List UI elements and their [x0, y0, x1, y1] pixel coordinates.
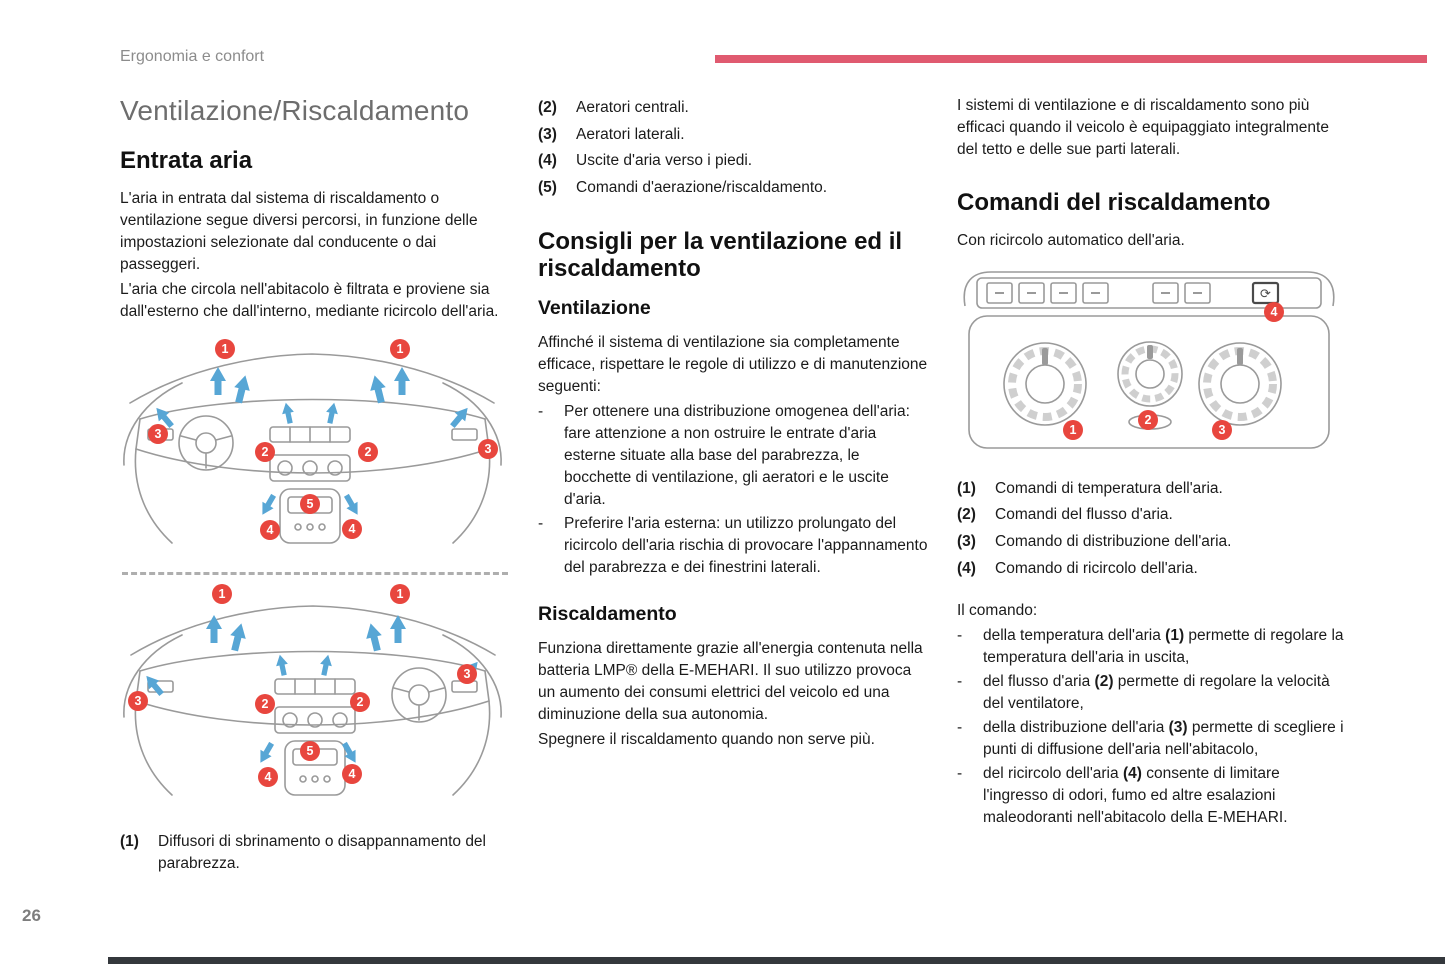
dashboard-sketch-mirrored	[123, 604, 502, 796]
legend-item-2: (2) Aeratori centrali.	[538, 95, 930, 122]
footer-bar	[108, 957, 1445, 964]
bullet-item: - Per ottenere una distribuzione omogene…	[538, 401, 930, 511]
recirculation-icon: ⟳	[1260, 287, 1271, 302]
callout-marker: 3	[1212, 419, 1232, 440]
legend-item-3: (3) Aeratori laterali.	[538, 122, 930, 149]
paragraph-vent-intro: Affinché il sistema di ventilazione sia …	[538, 333, 928, 395]
legend-text: Comandi di temperatura dell'aria.	[995, 479, 1223, 497]
callout-marker: 2	[1138, 409, 1158, 430]
paragraph-sistemi: I sistemi di ventilazione e di riscaldam…	[957, 97, 1329, 158]
heating-controls-diagram: ⟳ 4 1 2 3	[957, 262, 1345, 462]
callout-marker: 4	[342, 518, 362, 539]
bullet-item: - del flusso d'aria (2) permette di rego…	[957, 671, 1345, 715]
callout-marker: 2	[358, 441, 378, 462]
controls-legend: (1) Comandi di temperatura dell'aria. (2…	[957, 476, 1345, 583]
column-right: I sistemi di ventilazione e di riscaldam…	[957, 95, 1345, 831]
paragraph-heat-1: Funziona direttamente grazie all'energia…	[538, 639, 923, 723]
callout-marker: 4	[258, 766, 278, 787]
heading-consigli: Consigli per la ventilazione ed il risca…	[538, 227, 903, 283]
legend-item-5: (5) Comandi d'aerazione/riscaldamento.	[538, 175, 930, 202]
legend-item-2: (2) Comandi del flusso d'aria.	[957, 502, 1345, 529]
callout-marker: 4	[260, 519, 280, 540]
callout-marker: 1	[390, 583, 410, 604]
dashboard-airflow-diagram-bottom: 1 1 3 2 2 3 5 4 4	[120, 581, 510, 821]
column-left: Ventilazione/Riscaldamento Entrata aria …	[120, 95, 510, 876]
bullet-text: della distribuzione dell'aria (3) permet…	[983, 719, 1344, 759]
column-middle: (2) Aeratori centrali. (3) Aeratori late…	[538, 95, 930, 754]
bullet-dash: -	[957, 627, 963, 645]
callout-marker: 5	[300, 740, 320, 761]
bullet-text: Per ottenere una distribuzione omogenea …	[564, 402, 910, 508]
legend-text: Comandi del flusso d'aria.	[995, 506, 1173, 524]
legend-number: (1)	[957, 479, 976, 497]
legend-number: (2)	[538, 99, 557, 116]
bullet-text: Preferire l'aria esterna: un utilizzo pr…	[564, 514, 928, 576]
callout-marker: 5	[300, 493, 320, 514]
bullet-dash: -	[957, 719, 963, 737]
bullet-item: - del ricircolo dell'aria (4) consente d…	[957, 763, 1345, 829]
airflow-legend: (2) Aeratori centrali. (3) Aeratori late…	[538, 95, 930, 202]
callout-marker: 2	[350, 691, 370, 712]
legend-item-3: (3) Comando di distribuzione dell'aria.	[957, 529, 1345, 556]
bullet-dash: -	[538, 514, 544, 532]
callout-marker: 1	[1063, 419, 1083, 440]
dashboard-airflow-diagram-top: 1 1 3 2 2 3 5 4 4	[120, 337, 510, 567]
heading-entrata-aria: Entrata aria	[120, 147, 253, 174]
callout-marker: 4	[1264, 301, 1284, 322]
bullet-text: della temperatura dell'aria (1) permette…	[983, 627, 1344, 667]
paragraph-entrata-1: L'aria in entrata dal sistema di riscald…	[120, 189, 478, 273]
callout-marker: 3	[457, 663, 477, 684]
legend-text: Comando di ricircolo dell'aria.	[995, 559, 1198, 577]
legend-item-1: (1) Comandi di temperatura dell'aria.	[957, 476, 1345, 503]
bullet-text: del flusso d'aria (2) permette di regola…	[983, 673, 1330, 713]
section-header: Ergonomia e confort	[120, 48, 265, 65]
callout-marker: 4	[342, 763, 362, 784]
legend-item-4: (4) Comando di ricircolo dell'aria.	[957, 556, 1345, 583]
legend-text: Comando di distribuzione dell'aria.	[995, 532, 1232, 550]
bullet-dash: -	[538, 402, 544, 420]
bullet-dash: -	[957, 765, 963, 783]
callout-marker: 1	[390, 338, 410, 359]
bullet-item: - della temperatura dell'aria (1) permet…	[957, 625, 1345, 669]
bullet-item: - della distribuzione dell'aria (3) perm…	[957, 717, 1345, 761]
callout-marker: 3	[128, 690, 148, 711]
legend-text: Aeratori laterali.	[576, 125, 685, 143]
legend-number: (5)	[538, 178, 557, 196]
paragraph-ricircolo: Con ricircolo automatico dell'aria.	[957, 231, 1185, 249]
legend-number: (3)	[538, 125, 557, 143]
callout-marker: 1	[212, 583, 232, 604]
legend-text: Diffusori di sbrinamento o disappannamen…	[158, 832, 486, 873]
heading-comandi: Comandi del riscaldamento	[957, 189, 1271, 216]
legend-text: Uscite d'aria verso i piedi.	[576, 152, 753, 170]
header-accent-bar	[715, 55, 1427, 63]
subheading-ventilazione: Ventilazione	[538, 296, 651, 319]
legend-number: (4)	[538, 152, 557, 170]
subheading-riscaldamento: Riscaldamento	[538, 602, 677, 625]
legend-number: (1)	[120, 832, 139, 850]
bullet-text: del ricircolo dell'aria (4) consente di …	[983, 765, 1288, 827]
legend-text: Aeratori centrali.	[576, 99, 689, 116]
page-number: 26	[22, 906, 41, 925]
callout-marker: 1	[215, 338, 235, 359]
controls-sketch: ⟳	[963, 270, 1335, 449]
legend-item-1: (1) Diffusori di sbrinamento o disappann…	[120, 831, 510, 876]
paragraph-entrata-2: L'aria che circola nell'abitacolo è filt…	[120, 280, 499, 320]
paragraph-heat-2: Spegnere il riscaldamento quando non ser…	[538, 730, 875, 748]
dashboard-sketch	[123, 352, 502, 544]
legend-number: (3)	[957, 532, 976, 550]
legend-text: Comandi d'aerazione/riscaldamento.	[576, 178, 828, 196]
legend-number: (2)	[957, 506, 976, 524]
paragraph-comando-intro: Il comando:	[957, 602, 1038, 620]
callout-marker: 3	[478, 438, 498, 459]
bullet-item: - Preferire l'aria esterna: un utilizzo …	[538, 513, 930, 579]
dashed-divider	[122, 571, 508, 575]
legend-number: (4)	[957, 559, 976, 577]
callout-marker: 2	[255, 441, 275, 462]
chapter-title: Ventilazione/Riscaldamento	[120, 95, 470, 126]
legend-item-4: (4) Uscite d'aria verso i piedi.	[538, 148, 930, 175]
callout-marker: 2	[255, 693, 275, 714]
callout-marker: 3	[148, 423, 168, 444]
bullet-dash: -	[957, 673, 963, 691]
